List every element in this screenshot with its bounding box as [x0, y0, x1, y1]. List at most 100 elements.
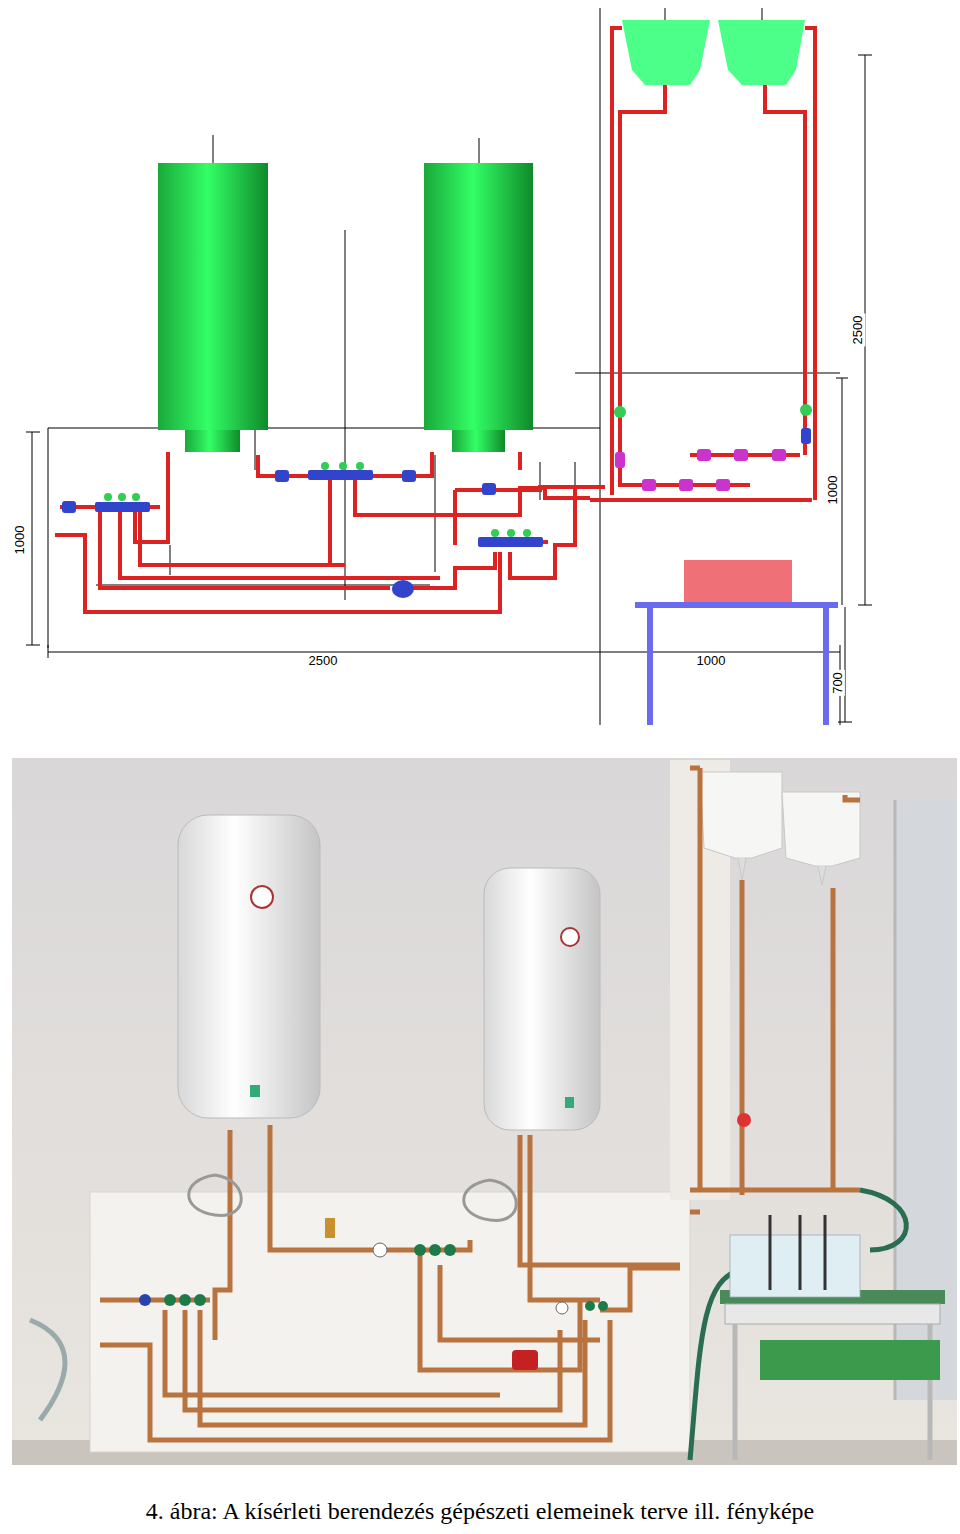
- photo-valve: [556, 1302, 568, 1314]
- photo-valve: [139, 1113, 751, 1370]
- valve-handle: [339, 462, 347, 470]
- dimension-label: 2500: [851, 314, 865, 347]
- frame-lines: [665, 8, 666, 20]
- storage-tank: [424, 163, 533, 430]
- photo-valve: [414, 1244, 426, 1256]
- cistern-photo: [818, 866, 826, 885]
- copper-pipe: [270, 1125, 470, 1250]
- valve: [801, 428, 811, 444]
- photo-valve: [737, 1113, 751, 1127]
- valve-handle: [614, 406, 626, 418]
- pipe: [328, 476, 332, 565]
- hose: [464, 1180, 517, 1220]
- valve-handle: [118, 493, 126, 501]
- valve: [95, 502, 150, 512]
- pipe: [453, 490, 457, 545]
- hose: [30, 1320, 65, 1420]
- pipe: [355, 476, 590, 515]
- fitting: [716, 479, 730, 491]
- dimension-label: 1000: [13, 524, 27, 557]
- water-heater: [251, 886, 273, 908]
- valve-handle: [104, 404, 812, 537]
- measuring-tank: [684, 560, 792, 603]
- valve-handle: [132, 493, 140, 501]
- frame-lines: [600, 652, 840, 653]
- copper-pipe: [200, 1310, 585, 1425]
- frame-lines: [600, 8, 601, 725]
- copper-pipe: [420, 1250, 580, 1370]
- valve: [275, 470, 289, 482]
- dimension-label: 1000: [826, 474, 840, 507]
- cistern-photo: [700, 772, 860, 885]
- photo-table: [760, 1340, 940, 1380]
- valve: [308, 470, 373, 480]
- pipe: [765, 85, 805, 455]
- storage-tank: [185, 430, 240, 452]
- valve-handle: [356, 462, 364, 470]
- copper-pipe: [740, 880, 745, 1195]
- copper-pipe: [600, 1268, 680, 1310]
- frame-lines: [32, 432, 33, 645]
- photo-valve: [585, 1301, 595, 1311]
- water-heater: [250, 1085, 260, 1097]
- frame-lines: [48, 645, 49, 658]
- pipe: [55, 28, 815, 612]
- dimension-label: 2500: [307, 654, 340, 668]
- frame-lines: [26, 645, 40, 646]
- hose: [860, 1190, 906, 1250]
- water-heater: [178, 815, 320, 1118]
- pipe: [455, 487, 605, 490]
- photo-table: [770, 1215, 825, 1290]
- cistern-photo: [738, 858, 746, 880]
- copper-pipe: [100, 1298, 210, 1303]
- fitting: [642, 479, 656, 491]
- valve: [62, 501, 76, 513]
- cistern: [718, 20, 805, 85]
- frame-lines: [479, 138, 480, 163]
- valve: [478, 537, 543, 547]
- photo-valve: [139, 1294, 151, 1306]
- copper-pipe: [185, 1310, 560, 1410]
- valve-handle: [104, 493, 112, 501]
- frame-lines: [845, 607, 846, 722]
- photo-valve: [512, 1350, 538, 1370]
- photo-valve: [598, 1301, 608, 1311]
- frame-lines: [26, 432, 40, 433]
- cistern: [622, 20, 805, 85]
- copper-pipe: [100, 768, 860, 1440]
- copper-pipe: [698, 768, 703, 1188]
- frame-lines: [170, 545, 171, 575]
- fitting: [772, 449, 786, 461]
- photo-table: [720, 1215, 945, 1460]
- fitting: [615, 452, 625, 468]
- photo-valve: [164, 1294, 176, 1306]
- fitting: [679, 479, 693, 491]
- copper-pipe: [215, 1130, 230, 1340]
- frame-lines: [345, 230, 346, 600]
- dimension-label: 1000: [695, 654, 728, 668]
- copper-pipe: [530, 1135, 600, 1300]
- frame-lines: [48, 652, 600, 653]
- photo-valve: [444, 1244, 456, 1256]
- frame-lines: [838, 722, 852, 723]
- hose: [189, 1175, 242, 1215]
- photo-table: [730, 1235, 860, 1297]
- photo-valve: [429, 1244, 441, 1256]
- cistern: [622, 20, 710, 85]
- storage-tank: [158, 163, 533, 452]
- pipe: [612, 28, 622, 495]
- storage-tank: [452, 430, 505, 452]
- frame-lines: [836, 378, 848, 379]
- fitting: [697, 449, 711, 461]
- frame-lines: [96, 585, 430, 586]
- pipe: [620, 85, 665, 487]
- photo-table: [725, 1304, 940, 1324]
- fitting: [734, 449, 748, 461]
- frame-lines: [858, 55, 872, 56]
- pipe: [518, 452, 522, 470]
- photograph: [12, 758, 957, 1465]
- table: [647, 605, 653, 725]
- cistern-photo: [782, 792, 860, 866]
- table: [635, 605, 838, 725]
- frame-lines: [48, 428, 49, 648]
